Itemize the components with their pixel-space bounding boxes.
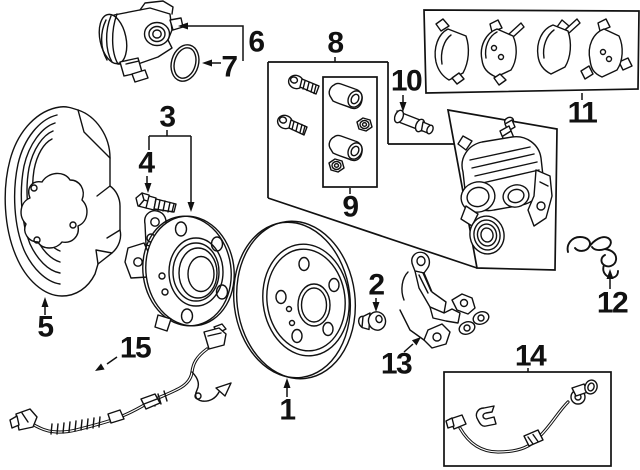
part-brake-hose-drawing: [445, 379, 598, 454]
callout-8[interactable]: 8: [327, 27, 345, 63]
callout-9-label[interactable]: 9: [342, 191, 360, 224]
arrowhead: [411, 337, 421, 346]
callout-15[interactable]: 15: [95, 332, 153, 372]
part-hub-bolt-drawing: [135, 192, 177, 213]
assembly-box-8-outline: [267, 61, 478, 269]
pads-box-11-outline: [423, 9, 640, 94]
callout-3-label[interactable]: 3: [159, 101, 177, 134]
callout-2-label[interactable]: 2: [368, 269, 386, 302]
callout-10[interactable]: 10: [391, 65, 424, 113]
arrowhead: [202, 59, 212, 67]
callout-11-label[interactable]: 11: [568, 97, 599, 130]
part-brake-rotor-drawing: [232, 220, 357, 380]
kit-box-9-outline: [322, 76, 378, 188]
part-pin-bolt-drawing: [357, 311, 387, 331]
callout-1[interactable]: 1: [279, 378, 297, 427]
part-o-ring-drawing: [170, 44, 200, 82]
arrowhead: [372, 302, 380, 312]
callout-13[interactable]: 13: [381, 337, 421, 381]
callout-10-label[interactable]: 10: [391, 65, 424, 98]
part-slide-pin-drawing: [393, 109, 434, 135]
arrowhead: [41, 297, 49, 307]
callout-3[interactable]: 3: [148, 101, 195, 213]
part-splash-guard-drawing: [4, 106, 122, 297]
callout-13-label[interactable]: 13: [381, 348, 414, 381]
callout-12-label[interactable]: 12: [597, 287, 630, 320]
callout-4-label[interactable]: 4: [138, 147, 157, 180]
callout-8-label[interactable]: 8: [327, 27, 345, 60]
callout-7-label[interactable]: 7: [221, 51, 239, 84]
callout-4[interactable]: 4: [138, 147, 157, 194]
arrowhead: [144, 183, 152, 193]
callout-11[interactable]: 11: [568, 93, 599, 130]
part-retaining-spring-drawing: [566, 236, 619, 279]
part-pin-boot-kit-drawing: [328, 82, 373, 173]
arrowhead: [606, 269, 614, 279]
arrowhead: [399, 102, 407, 112]
part-hub-bearing-drawing: [124, 210, 235, 332]
part-caliper-bolts-drawing: [276, 74, 320, 136]
arrowhead: [95, 363, 105, 371]
callout-6[interactable]: 6: [178, 22, 266, 62]
callout-6-label[interactable]: 6: [248, 26, 266, 59]
part-brake-caliper-drawing: [457, 116, 553, 255]
callout-12[interactable]: 12: [597, 269, 630, 320]
part-caliper-bracket-drawing: [399, 251, 490, 349]
arrowhead: [178, 22, 188, 30]
part-abs-sensor-wire-drawing: [9, 323, 232, 435]
callout-1-label[interactable]: 1: [279, 394, 297, 427]
part-epb-actuator-drawing: [98, 0, 184, 83]
callout-2[interactable]: 2: [368, 269, 386, 313]
arrowhead: [283, 378, 291, 388]
callout-14-label[interactable]: 14: [515, 340, 549, 373]
arrowhead: [187, 202, 195, 212]
callout-7[interactable]: 7: [202, 51, 239, 84]
callout-5[interactable]: 5: [37, 297, 55, 344]
callout-15-label[interactable]: 15: [120, 332, 153, 365]
part-brake-pads-drawing: [434, 18, 633, 86]
callout-14[interactable]: 14: [515, 340, 549, 373]
callout-9[interactable]: 9: [342, 188, 360, 224]
callout-5-label[interactable]: 5: [37, 311, 55, 344]
